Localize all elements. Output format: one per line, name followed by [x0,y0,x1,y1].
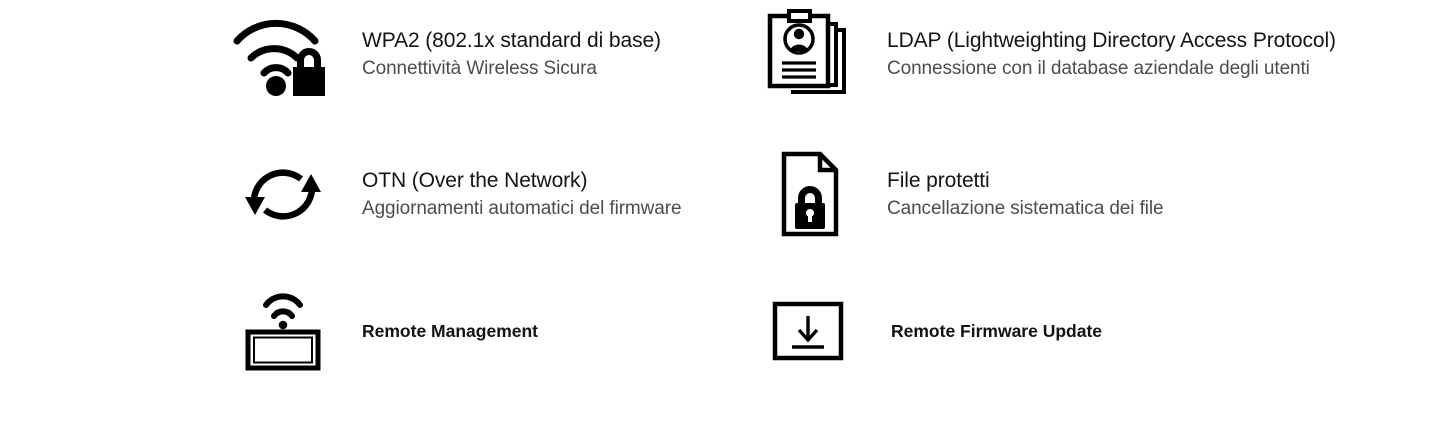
feature-text: OTN (Over the Network) Aggiornamenti aut… [338,167,682,222]
feature-item-remote-management: Remote Management [228,288,538,374]
feature-item-ldap: LDAP (Lightweighting Directory Access Pr… [753,8,1336,100]
feature-title: File protetti [887,168,990,192]
feature-title: Remote Firmware Update [891,320,1103,341]
feature-text: Remote Management [338,318,538,345]
feature-item-wpa2: WPA2 (802.1x standard di base) Connettiv… [228,8,661,100]
feature-title: LDAP (Lightweighting Directory Access Pr… [887,28,1336,52]
feature-subtitle: Cancellazione sistematica dei file [887,197,1164,219]
feature-text: LDAP (Lightweighting Directory Access Pr… [863,27,1336,82]
monitor-wifi-icon [228,288,338,374]
feature-title: OTN (Over the Network) [362,168,588,192]
feature-title: Remote Management [362,320,539,341]
id-card-stack-icon [753,8,863,100]
feature-title: WPA2 (802.1x standard di base) [362,28,661,52]
feature-text: WPA2 (802.1x standard di base) Connettiv… [338,27,661,82]
feature-item-remote-firmware-update: Remote Firmware Update [753,288,1102,374]
feature-item-otn: OTN (Over the Network) Aggiornamenti aut… [228,148,682,240]
feature-text: File protetti Cancellazione sistematica … [863,167,1164,222]
refresh-cycle-icon [228,148,338,240]
document-lock-icon [753,148,863,240]
feature-text: Remote Firmware Update [863,318,1102,345]
feature-subtitle: Connettività Wireless Sicura [362,57,597,79]
feature-subtitle: Connessione con il database aziendale de… [887,57,1310,79]
download-box-icon [753,288,863,374]
feature-item-file-protetti: File protetti Cancellazione sistematica … [753,148,1164,240]
feature-subtitle: Aggiornamenti automatici del firmware [362,197,682,219]
wifi-lock-icon [228,8,338,100]
